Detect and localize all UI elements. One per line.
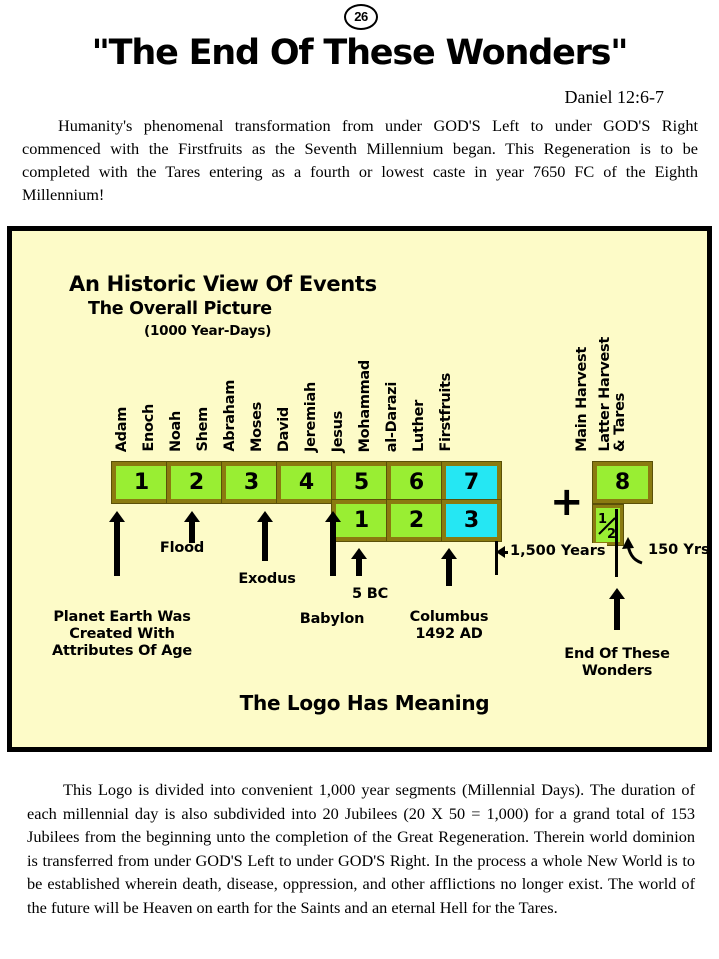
arrow-head-icon: [609, 588, 625, 599]
page-title: "The End Of These Wonders": [91, 33, 629, 73]
era-label-luther: Luther: [411, 399, 427, 452]
half-millennium-box[interactable]: 1 2: [592, 504, 624, 546]
span-label-150-yrs: 150 Yrs: [648, 542, 710, 558]
tick-line-150yrs: [615, 509, 618, 577]
arrow-shaft: [330, 519, 336, 576]
millennium-box-3[interactable]: 3: [221, 461, 282, 504]
svg-text:2: 2: [607, 527, 616, 540]
harvest-label-main: Main Harvest: [574, 347, 590, 452]
curved-arrow-150yrs-icon: [622, 537, 643, 565]
millennium-box-1[interactable]: 1: [111, 461, 172, 504]
arrow-shaft: [446, 556, 452, 586]
annotation-planet-earth-line1: Planet Earth Was: [53, 609, 191, 625]
era-label-david: David: [276, 406, 292, 452]
annotation-exodus: Exodus: [238, 571, 296, 587]
annotation-end-of-wonders-line1: End Of These: [564, 646, 670, 662]
arrow-shaft: [356, 556, 362, 576]
span-label-1500-years: 1,500 Years: [508, 543, 608, 559]
plus-sign: +: [550, 479, 584, 525]
era-label-enoch: Enoch: [141, 404, 157, 452]
arrow-exodus: [257, 511, 273, 561]
arrow-shaft: [614, 596, 620, 630]
scripture-reference: Daniel 12:6-7: [564, 87, 664, 107]
era-label-jesus: Jesus: [330, 410, 346, 452]
arrow-head-icon: [109, 511, 125, 522]
arrow-head-icon: [441, 548, 457, 559]
annotation-planet-earth-line3: Attributes Of Age: [51, 643, 193, 659]
era-label-abraham: Abraham: [222, 380, 238, 452]
arrow-head-icon: [184, 511, 200, 522]
page-number-badge: 26: [344, 4, 378, 30]
svg-text:1: 1: [598, 512, 607, 527]
diagram-heading-secondary: The Overall Picture: [88, 299, 272, 319]
millennium-box-4[interactable]: 4: [276, 461, 337, 504]
harvest-label-latter: Latter Harvest: [597, 337, 613, 452]
arrow-head-icon: [351, 548, 367, 559]
arrow-shaft: [114, 519, 120, 576]
annotation-end-of-wonders-line2: Wonders: [581, 663, 653, 679]
era-label-firstfruits: Firstfruits: [438, 373, 454, 452]
annotation-babylon: Babylon: [299, 611, 365, 627]
era-label-mohammad: Mohammad: [357, 359, 373, 452]
diagram-heading-primary: An Historic View Of Events: [69, 272, 377, 296]
millennium-box-2[interactable]: 2: [166, 461, 227, 504]
arrow-planet-earth: [109, 511, 125, 576]
annotation-planet-earth: Planet Earth Was Created With Attributes…: [32, 609, 212, 660]
era-label-noah: Noah: [168, 410, 184, 452]
harvest-label-tares: & Tares: [612, 392, 628, 452]
annotation-5bc: 5 BC: [351, 586, 389, 602]
millennium-box-7[interactable]: 7: [441, 461, 502, 504]
diagram-panel: An Historic View Of Events The Overall P…: [7, 226, 712, 752]
arrow-head-icon: [257, 511, 273, 522]
intro-paragraph: Humanity's phenomenal transformation fro…: [22, 116, 698, 204]
diagram-inner: An Historic View Of Events The Overall P…: [12, 231, 710, 747]
annotation-columbus-line1: Columbus: [409, 609, 489, 625]
era-label-jeremiah: Jeremiah: [303, 381, 319, 452]
diagram-heading-tertiary: (1000 Year-Days): [144, 323, 272, 339]
arrow-columbus: [441, 548, 457, 586]
era-label-adam: Adam: [114, 406, 130, 452]
millennium-box-6[interactable]: 6: [386, 461, 447, 504]
arrow-5bc: [351, 548, 367, 576]
annotation-end-of-wonders: End Of These Wonders: [552, 646, 682, 680]
era-label-shem: Shem: [195, 407, 211, 452]
arrow-shaft: [189, 519, 195, 543]
millennium-box-5[interactable]: 5: [331, 461, 392, 504]
span-arrow-left-icon: [496, 546, 505, 558]
sub-millennium-box-3[interactable]: 3: [441, 499, 502, 542]
era-label-al-darazi: al-Darazi: [384, 381, 400, 452]
arrow-babylon: [325, 511, 341, 576]
arrow-head-icon: [325, 511, 341, 522]
diagram-footer: The Logo Has Meaning: [239, 691, 490, 715]
millennium-box-8[interactable]: 8: [592, 461, 653, 504]
arrow-end-of-wonders: [609, 588, 625, 630]
annotation-columbus: Columbus 1492 AD: [389, 609, 509, 643]
annotation-planet-earth-line2: Created With: [69, 626, 175, 642]
arrow-flood: [184, 511, 200, 543]
annotation-flood: Flood: [159, 540, 205, 556]
tick-line-1500-start: [495, 541, 498, 575]
arrow-shaft: [262, 519, 268, 561]
annotation-columbus-line2: 1492 AD: [415, 626, 483, 642]
sub-millennium-box-2[interactable]: 2: [386, 499, 447, 542]
era-label-moses: Moses: [249, 402, 265, 452]
closing-paragraph: This Logo is divided into convenient 1,0…: [27, 780, 695, 917]
one-half-fraction-icon: 1 2: [598, 512, 616, 540]
